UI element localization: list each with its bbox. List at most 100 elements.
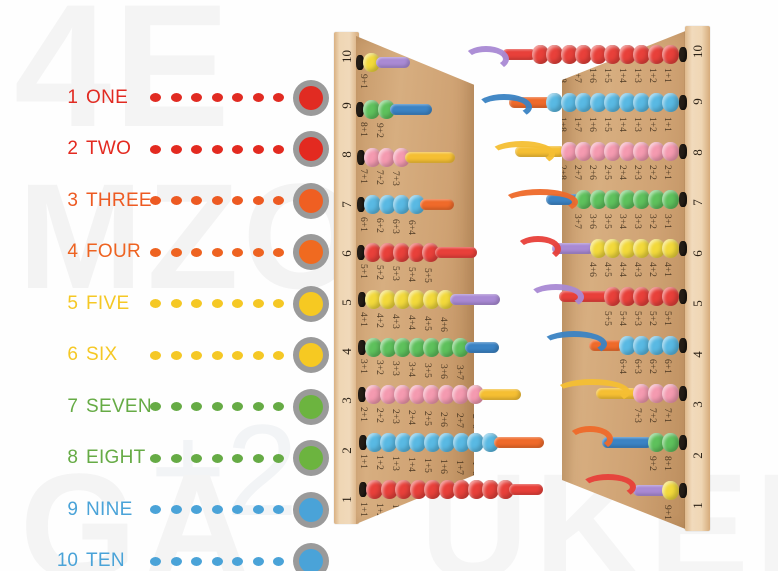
bead[interactable]: [378, 195, 396, 214]
bead-row[interactable]: [356, 100, 433, 120]
bead[interactable]: [422, 290, 440, 309]
bead[interactable]: [604, 44, 621, 64]
bead[interactable]: [647, 44, 665, 64]
bead[interactable]: [604, 93, 621, 112]
bead[interactable]: [378, 147, 396, 167]
bead[interactable]: [618, 93, 636, 112]
bead[interactable]: [546, 93, 563, 112]
bead[interactable]: [467, 480, 485, 499]
bead[interactable]: [604, 287, 621, 306]
bead[interactable]: [408, 290, 426, 309]
bead[interactable]: [409, 432, 427, 452]
bead-row[interactable]: [330, 141, 687, 161]
bead[interactable]: [437, 290, 455, 309]
bead-row[interactable]: [358, 432, 545, 452]
bead[interactable]: [363, 52, 380, 72]
bead[interactable]: [633, 384, 650, 403]
bead-row[interactable]: [358, 337, 499, 357]
bead[interactable]: [423, 385, 441, 404]
bead-row[interactable]: [330, 432, 687, 452]
bead[interactable]: [363, 100, 381, 119]
bead[interactable]: [378, 242, 396, 262]
bead[interactable]: [392, 147, 410, 167]
bead[interactable]: [423, 432, 441, 452]
bead[interactable]: [482, 480, 500, 499]
bead[interactable]: [560, 141, 578, 161]
bead[interactable]: [575, 44, 592, 64]
bead[interactable]: [365, 385, 383, 404]
bead[interactable]: [379, 337, 397, 357]
bead-row[interactable]: [330, 384, 687, 404]
bead[interactable]: [407, 195, 425, 214]
bead[interactable]: [395, 480, 413, 499]
bead[interactable]: [589, 141, 607, 161]
bead[interactable]: [662, 335, 679, 355]
bead[interactable]: [394, 432, 412, 452]
bead-row[interactable]: [330, 93, 687, 113]
bead-row[interactable]: [330, 481, 687, 501]
bead[interactable]: [393, 195, 411, 214]
bead[interactable]: [633, 93, 650, 112]
bead[interactable]: [437, 337, 455, 357]
bead-row[interactable]: [330, 190, 687, 210]
bead-row[interactable]: [357, 195, 455, 215]
bead[interactable]: [647, 93, 665, 112]
bead[interactable]: [618, 44, 636, 64]
bead-row[interactable]: [358, 385, 522, 405]
bead[interactable]: [575, 141, 592, 161]
bead[interactable]: [546, 44, 563, 64]
bead-row[interactable]: [359, 480, 544, 500]
bead[interactable]: [633, 287, 650, 306]
bead[interactable]: [589, 238, 607, 258]
bead[interactable]: [633, 141, 650, 161]
bead[interactable]: [365, 432, 383, 452]
bead[interactable]: [589, 93, 607, 112]
bead-row[interactable]: [330, 238, 687, 258]
bead[interactable]: [633, 190, 650, 209]
bead[interactable]: [618, 238, 636, 258]
bead[interactable]: [452, 432, 470, 452]
bead-row[interactable]: [357, 290, 500, 310]
bead[interactable]: [662, 44, 679, 64]
bead[interactable]: [407, 242, 425, 262]
bead[interactable]: [393, 290, 411, 309]
bead[interactable]: [662, 141, 679, 161]
bead[interactable]: [647, 190, 665, 209]
bead[interactable]: [423, 337, 441, 357]
bead[interactable]: [365, 337, 383, 357]
bead[interactable]: [409, 480, 427, 499]
bead-row[interactable]: [356, 52, 410, 72]
bead-row[interactable]: [330, 287, 687, 307]
bead[interactable]: [467, 432, 485, 452]
bead[interactable]: [560, 93, 578, 112]
bead[interactable]: [408, 385, 426, 404]
bead-row[interactable]: [330, 335, 687, 355]
bead[interactable]: [394, 385, 412, 404]
bead[interactable]: [575, 93, 592, 112]
bead[interactable]: [662, 287, 679, 306]
bead[interactable]: [633, 335, 650, 355]
bead[interactable]: [424, 480, 442, 499]
bead[interactable]: [662, 481, 679, 500]
bead[interactable]: [604, 141, 621, 161]
bead[interactable]: [575, 190, 592, 209]
bead[interactable]: [393, 242, 411, 262]
bead[interactable]: [647, 238, 665, 258]
bead[interactable]: [364, 242, 382, 262]
bead[interactable]: [647, 384, 665, 403]
bead[interactable]: [662, 238, 679, 258]
bead[interactable]: [633, 44, 650, 64]
bead[interactable]: [604, 238, 621, 258]
bead[interactable]: [363, 147, 381, 167]
bead[interactable]: [380, 480, 398, 499]
bead-row[interactable]: [357, 242, 477, 262]
bead[interactable]: [618, 287, 636, 306]
bead[interactable]: [438, 432, 456, 452]
bead[interactable]: [662, 93, 679, 112]
bead[interactable]: [394, 337, 412, 357]
bead[interactable]: [531, 44, 549, 64]
bead[interactable]: [379, 385, 397, 404]
bead-row[interactable]: [330, 44, 687, 64]
bead[interactable]: [422, 242, 440, 262]
bead[interactable]: [589, 190, 607, 209]
